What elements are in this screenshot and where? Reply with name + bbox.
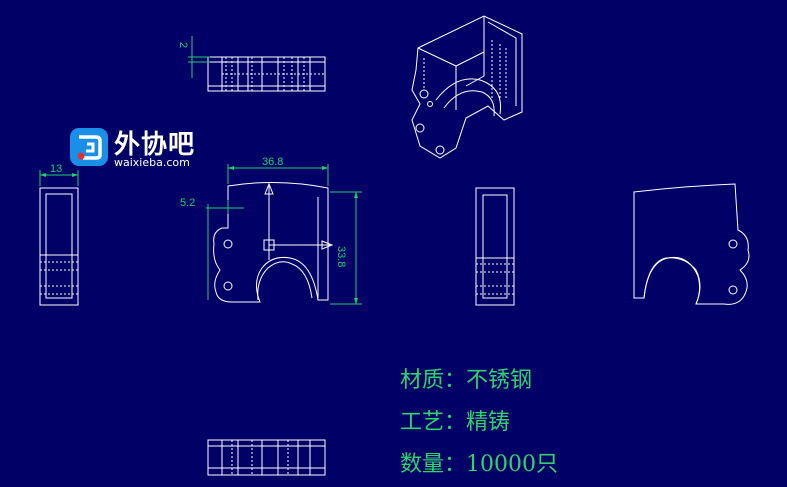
logo-mark-icon: [70, 128, 108, 166]
note-process: 工艺：精铸: [400, 410, 511, 435]
note-material: 材质：不锈钢: [400, 368, 533, 393]
dim-33-8-label: 33.8: [335, 246, 347, 267]
note-quantity: 数量：10000只: [400, 452, 558, 477]
rear-view: [633, 183, 750, 305]
top-view: [207, 56, 326, 92]
logo-text-cn: 外协吧: [114, 130, 196, 160]
dim-2-label: 2: [177, 42, 189, 48]
right-side-view: [475, 187, 515, 306]
dimension-arrows: [40, 166, 358, 304]
left-side-view: [39, 187, 79, 306]
waixieba-logo: 外协吧 waixieba.com: [70, 126, 220, 170]
dim-36-8-label: 36.8: [262, 156, 283, 168]
front-view: [213, 181, 334, 303]
dim-5-2-label: 5.2: [180, 197, 195, 209]
isometric-view: [411, 15, 523, 159]
logo-text-en: waixieba.com: [114, 156, 190, 169]
bottom-view: [207, 439, 326, 476]
dimension-lines: [39, 36, 362, 305]
dim-13-label: 13: [50, 163, 62, 175]
